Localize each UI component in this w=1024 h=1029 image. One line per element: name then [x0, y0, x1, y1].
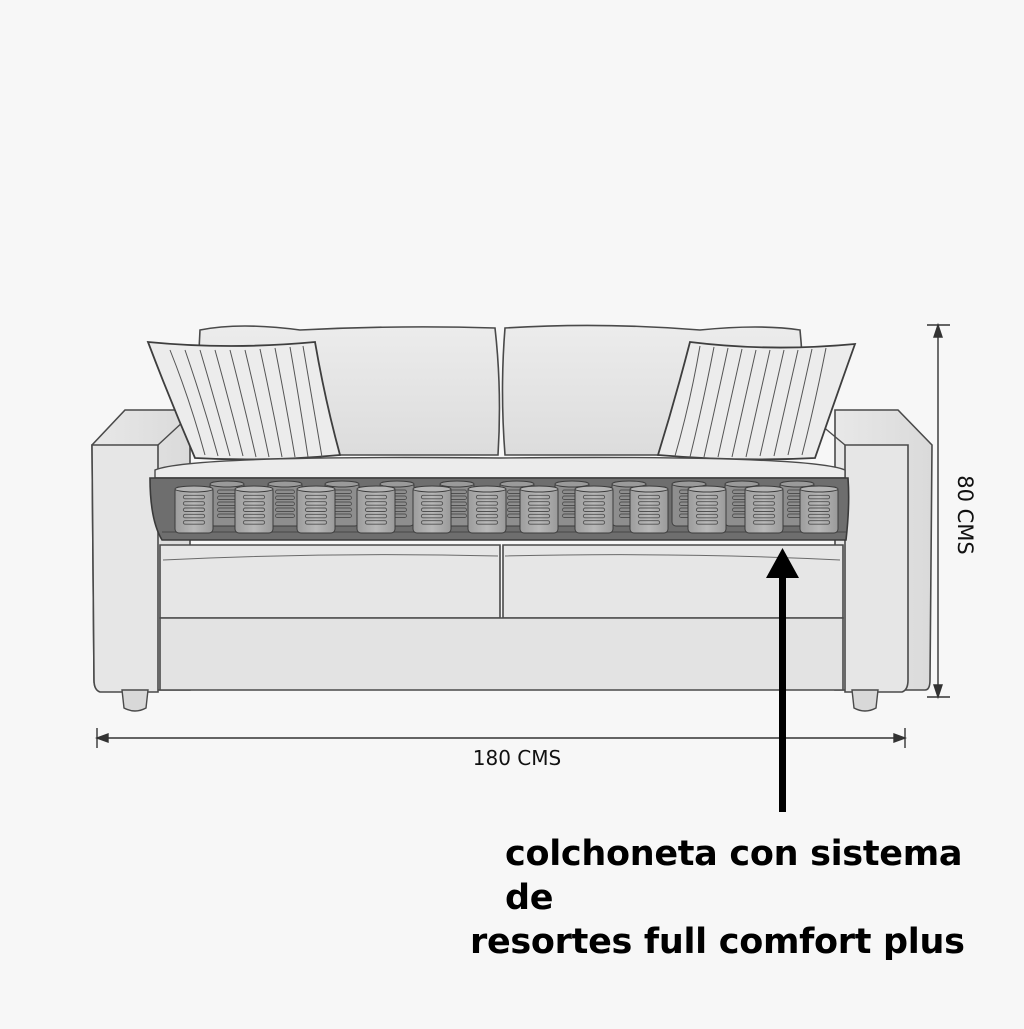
caption-line-1: colchoneta con sistema de: [505, 834, 963, 918]
callout-caption: colchoneta con sistema de resortes full …: [470, 832, 1010, 964]
caption-line-2: resortes full comfort plus: [470, 922, 965, 962]
mattress-cutaway: [149, 477, 850, 541]
height-label: 80 CMS: [953, 475, 977, 555]
width-dimension-line: [94, 728, 908, 748]
right-arm: [814, 409, 933, 712]
seat-cushion-right: [502, 544, 844, 619]
seat-top: [154, 456, 846, 479]
arrow-up-icon: [766, 548, 799, 812]
pillow-left: [146, 340, 342, 461]
pillow-right: [656, 341, 857, 461]
pocket-springs: [174, 480, 839, 534]
width-label: 180 CMS: [472, 746, 562, 770]
sofa-base: [159, 617, 844, 691]
height-dimension-line: [927, 322, 950, 700]
seat-cushion-left: [159, 544, 501, 619]
